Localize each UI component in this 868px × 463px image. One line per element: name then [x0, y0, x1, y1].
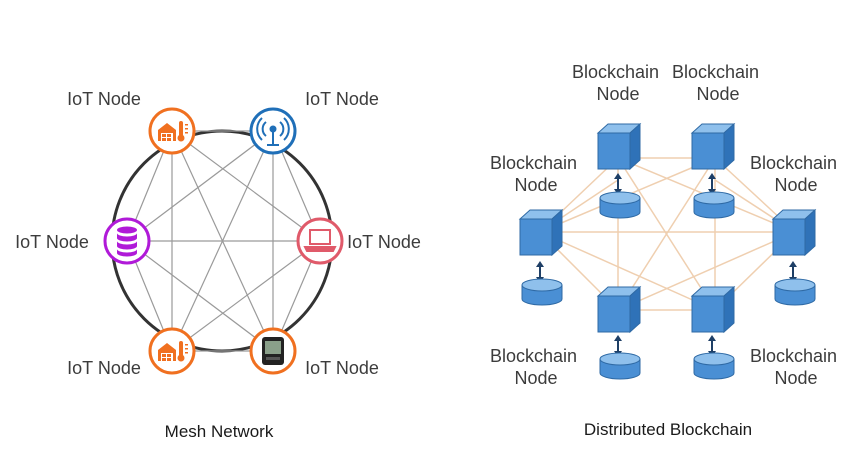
node-label: Blockchain Node — [572, 62, 664, 104]
node-label: IoT Node — [305, 89, 379, 109]
node-label: Blockchain Node — [490, 346, 582, 388]
node-label: Blockchain Node — [750, 153, 842, 195]
block-cube-icon — [772, 209, 816, 256]
node-label: IoT Node — [67, 89, 141, 109]
storage-cylinder-icon — [774, 278, 816, 306]
block-cube-icon — [691, 123, 735, 170]
node-label: IoT Node — [67, 358, 141, 378]
mesh-caption: Mesh Network — [165, 422, 274, 441]
node-label: Blockchain Node — [672, 62, 764, 104]
storage-cylinder-icon — [599, 352, 641, 380]
database-icon — [117, 226, 137, 257]
node-label: IoT Node — [347, 232, 421, 252]
blockchain-node-top-right: Blockchain Node — [672, 62, 764, 219]
node-label: Blockchain Node — [490, 153, 582, 195]
blockchain-node-top-left: Blockchain Node — [572, 62, 664, 219]
iot-node-left: IoT Node — [15, 217, 151, 265]
iot-node-top-right: IoT Node — [249, 89, 379, 155]
blockchain-caption: Distributed Blockchain — [584, 420, 752, 439]
distributed-blockchain: Blockchain Node Blockchain Node Blockcha… — [490, 62, 842, 439]
node-label: IoT Node — [15, 232, 89, 252]
blockchain-node-right: Blockchain Node — [750, 153, 842, 306]
node-label: Blockchain Node — [750, 346, 842, 388]
block-cube-icon — [691, 286, 735, 333]
blockchain-links — [539, 157, 796, 311]
block-cube-icon — [597, 123, 641, 170]
laptop-icon — [303, 229, 337, 252]
blockchain-node-left: Blockchain Node — [490, 153, 582, 306]
block-cube-icon — [519, 209, 563, 256]
iot-node-top-left: IoT Node — [67, 89, 196, 155]
sensor-device-icon — [262, 337, 284, 365]
mesh-links — [126, 130, 321, 352]
storage-cylinder-icon — [693, 191, 735, 219]
antenna-icon — [256, 117, 290, 146]
iot-node-right: IoT Node — [296, 217, 421, 265]
iot-node-bottom-left: IoT Node — [67, 327, 196, 378]
block-cube-icon — [597, 286, 641, 333]
warehouse-thermometer-icon — [158, 341, 188, 362]
blockchain-node-bottom-right: Blockchain Node — [691, 286, 842, 388]
storage-cylinder-icon — [599, 191, 641, 219]
storage-cylinder-icon — [521, 278, 563, 306]
storage-cylinder-icon — [693, 352, 735, 380]
blockchain-node-bottom-left: Blockchain Node — [490, 286, 641, 388]
mesh-network: IoT Node IoT Node IoT Node — [15, 89, 421, 441]
warehouse-thermometer-icon — [158, 121, 188, 142]
node-label: IoT Node — [305, 358, 379, 378]
iot-node-bottom-right: IoT Node — [249, 327, 379, 378]
